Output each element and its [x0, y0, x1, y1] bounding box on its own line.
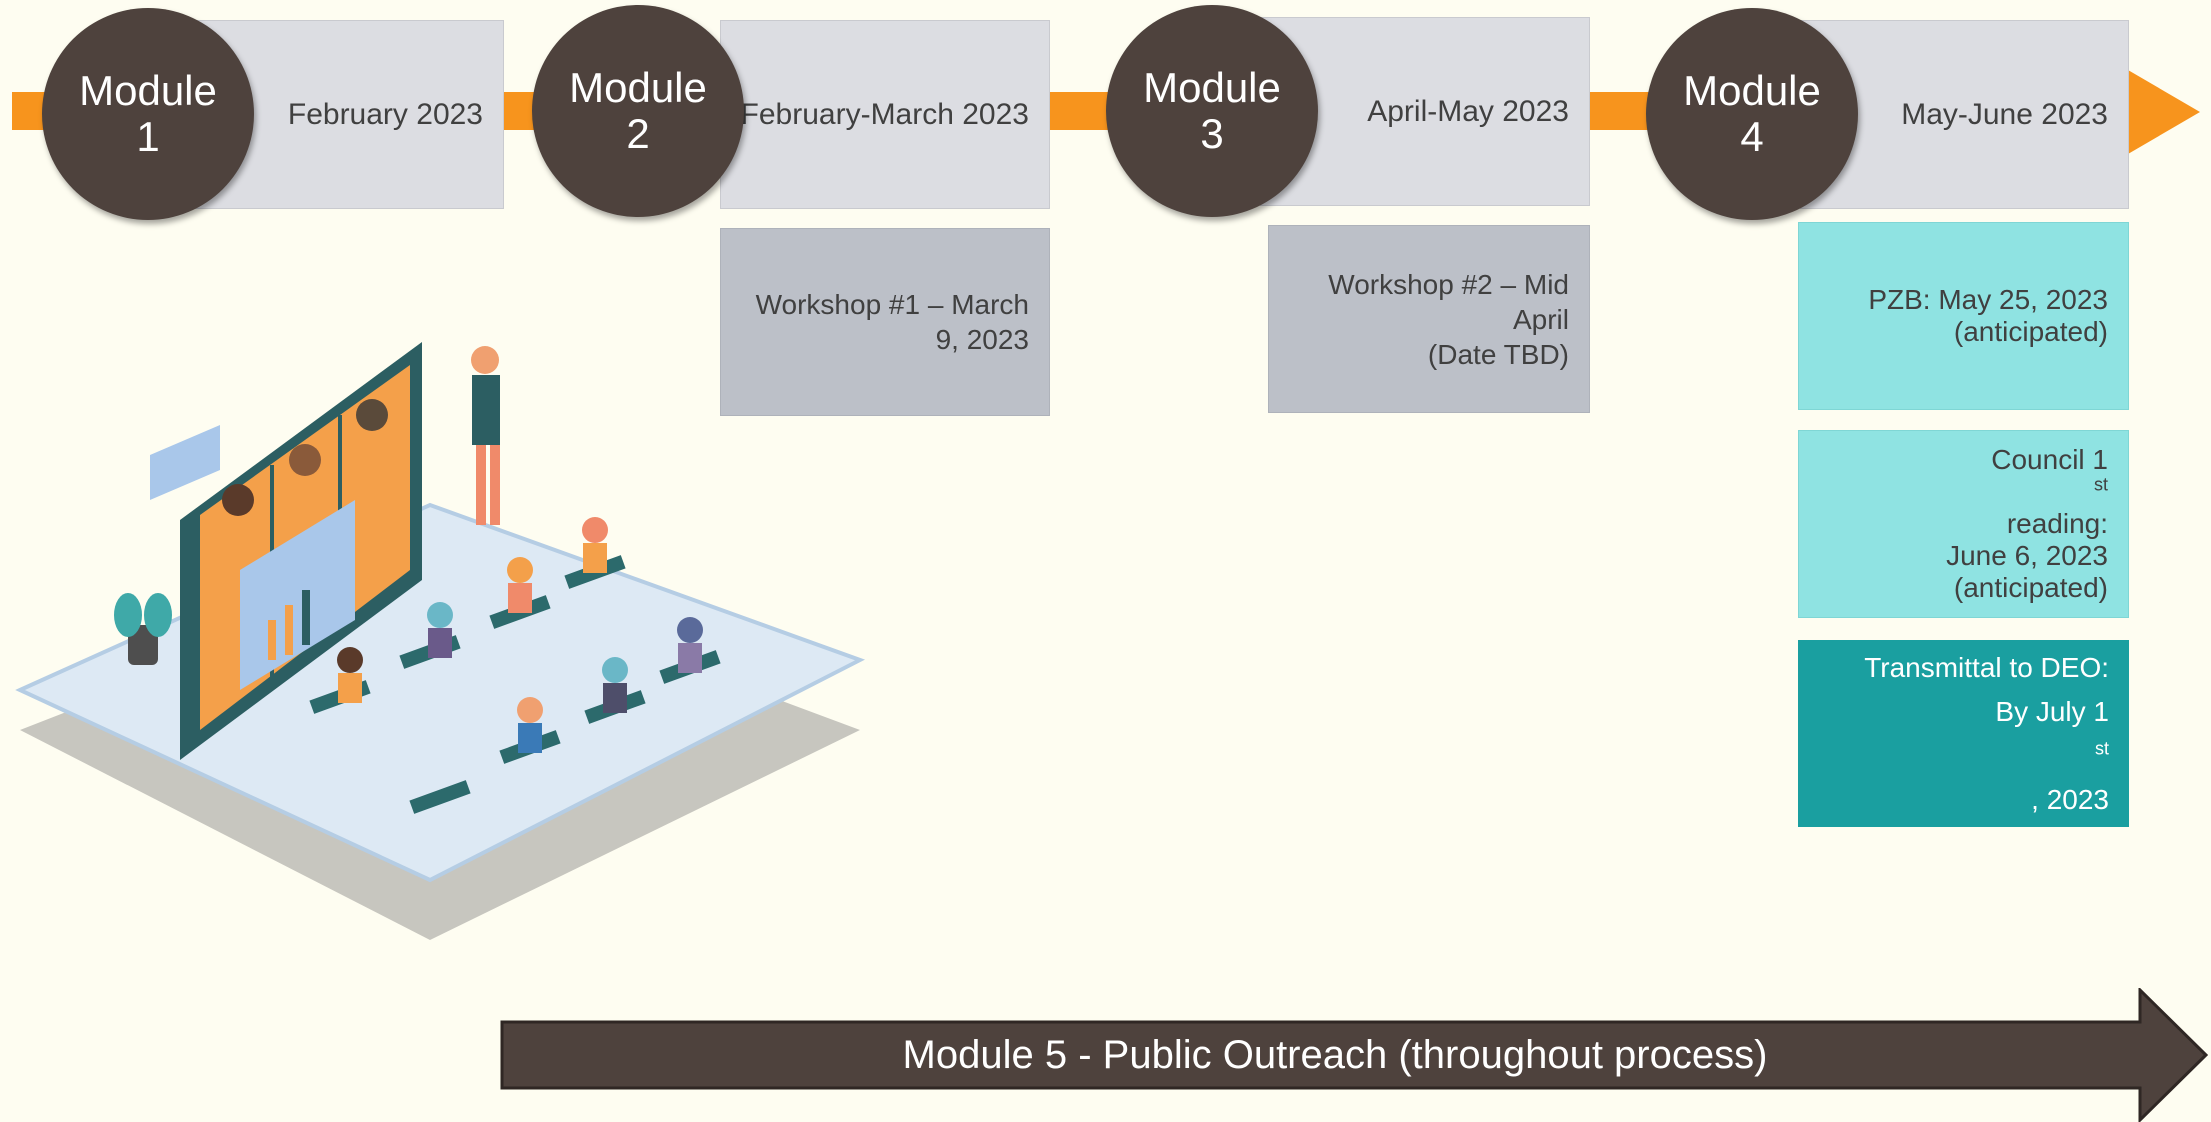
period-label: February-March 2023	[740, 97, 1029, 131]
face-icon	[222, 484, 254, 516]
workshop-line: 9, 2023	[935, 324, 1029, 355]
period-box-module-3: April-May 2023	[1260, 17, 1590, 206]
module-number: 2	[626, 110, 650, 157]
ordinal-suffix: st	[2094, 738, 2109, 759]
face-icon	[356, 399, 388, 431]
workshop-2-box: Workshop #2 – Mid April (Date TBD)	[1268, 225, 1590, 413]
classroom-presentation-illustration	[15, 342, 866, 940]
plant-pot-icon	[128, 625, 158, 665]
period-label: April-May 2023	[1367, 94, 1569, 128]
module-title: Module	[1683, 67, 1821, 114]
period-label: May-June 2023	[1901, 97, 2108, 131]
face-icon	[289, 444, 321, 476]
period-box-module-2: February-March 2023	[720, 20, 1050, 209]
workshop-line: Workshop #1 – March	[755, 289, 1029, 320]
milestone-line: PZB: May 25, 2023	[1868, 284, 2108, 315]
workshop-line: Workshop #2 – Mid	[1328, 268, 1569, 300]
module-title: Module	[1143, 64, 1281, 111]
platform	[15, 502, 866, 883]
transmittal-text-tail: , 2023	[2031, 783, 2109, 815]
module-3-circle: Module 3	[1106, 5, 1318, 217]
milestone-line: June 6, 2023	[1946, 540, 2108, 571]
workshop-1-box: Workshop #1 – March 9, 2023	[720, 228, 1050, 416]
module-number: 1	[136, 113, 160, 160]
milestone-line: Transmittal to DEO:	[1864, 651, 2109, 683]
workshop-line: April	[1512, 303, 1569, 335]
outreach-label: Module 5 - Public Outreach (throughout p…	[902, 1032, 1768, 1077]
pzb-milestone-box: PZB: May 25, 2023 (anticipated)	[1798, 222, 2129, 410]
module-1-circle: Module 1	[42, 8, 254, 220]
transmittal-text: By July 1	[1995, 695, 2109, 727]
module-number: 3	[1200, 110, 1224, 157]
module-title: Module	[569, 64, 707, 111]
audience-people	[337, 517, 703, 753]
module-title: Module	[79, 67, 217, 114]
workshop-line: (Date TBD)	[1427, 338, 1569, 370]
council-text: Council 1	[1991, 444, 2108, 475]
timeline-arrow-head	[2128, 70, 2200, 154]
presenter-icon	[471, 346, 499, 374]
module-2-circle: Module 2	[532, 5, 744, 217]
module-number: 4	[1740, 113, 1764, 160]
outreach-arrow	[500, 988, 2208, 1122]
council-text-tail: reading:	[2006, 508, 2108, 539]
period-label: February 2023	[287, 97, 483, 131]
transmittal-milestone-box: Transmittal to DEO: By July 1 st , 2023	[1798, 640, 2129, 827]
milestone-line: (anticipated)	[1953, 316, 2108, 347]
speech-bubble-icon	[150, 425, 220, 500]
milestone-line: (anticipated)	[1953, 572, 2108, 603]
ordinal-suffix: st	[2093, 474, 2108, 495]
milestone-line: By July 1 st , 2023	[1864, 690, 2109, 822]
module-4-circle: Module 4	[1646, 8, 1858, 220]
